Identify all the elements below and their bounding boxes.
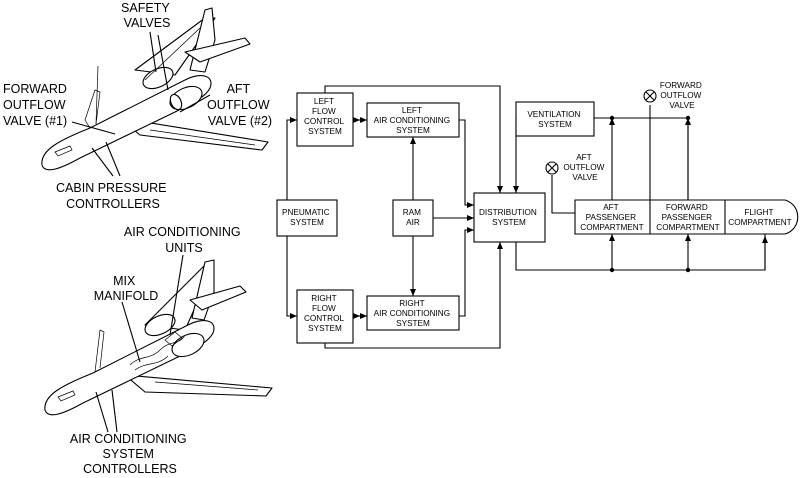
connector [594,117,689,200]
connector [459,119,474,208]
label-line: VALVE (#2) [208,114,272,128]
label-air-conditioning-units: AIR CONDITIONING UNITS [124,225,244,255]
box-label-line: AFT [603,203,618,212]
aft-outflow-valve-icon [545,161,559,175]
box-label-line: COMPARTMENT [656,223,719,232]
aircraft-top-illustration [41,7,269,177]
box-label-line: CONTROL [304,314,344,323]
box-label-line: VENTILATION [527,110,580,119]
connector [551,175,575,214]
compartments-group [574,199,799,235]
box-label-line: SYSTEM [538,120,572,129]
box-label-line: PASSENGER [662,213,712,222]
label-line: AFT [227,82,251,96]
box-label-line: SYSTEM [492,218,526,227]
box-label-line: CONTROL [304,117,344,126]
box-label-line: PNEUMATIC [282,208,330,217]
label-line: MANIFOLD [94,289,159,303]
label-line: OUTFLOW [660,91,701,100]
label-line: UNITS [165,241,203,255]
box-ventilation-system: VENTILATION SYSTEM [515,101,595,137]
label-aft-outflow-valve-diagram: AFT OUTFLOW VALVE [563,153,606,182]
label-forward-outflow-valve: FORWARD OUTFLOW VALVE (#1) [3,82,70,128]
connector [515,234,766,271]
label-line: SAFETY [121,1,170,15]
junction-dots [609,115,691,273]
box-label-line: COMPARTMENT [580,223,643,232]
box-ram-air: RAM AIR [392,199,434,237]
box-label-line: RIGHT [311,294,336,303]
box-label-line: PASSENGER [586,213,636,222]
label-line: OUTFLOW [207,98,270,112]
label-line: MIX [113,274,136,288]
svg-text:PNEUMATIC SYSTEM: PNEUMATIC SYSTEM [282,208,332,227]
label-line: CONTROLLERS [83,462,177,476]
aircraft-bottom-illustration [44,254,273,433]
box-right-air-conditioning: RIGHT AIR CONDITIONING SYSTEM [366,295,460,331]
forward-outflow-valve-icon [643,89,657,103]
box-right-flow-control: RIGHT FLOW CONTROL SYSTEM [296,289,354,344]
connector [324,85,503,193]
label-line: AIR CONDITIONING [70,432,187,446]
box-label-line: SYSTEM [308,127,342,136]
box-label-line: COMPARTMENT [728,218,791,227]
box-label-line: SYSTEM [396,126,430,135]
svg-text:VENTILATION SYSTEM: VENTILATION SYSTEM [527,110,582,129]
svg-text:RIGHT AIR CONDITIONING: RIGHT AIR CONDITIONING SYSTEM [374,299,453,328]
label-safety-valves: SAFETY VALVES [121,1,173,30]
label-line: CONTROLLERS [66,197,160,211]
label-line: SYSTEM [103,447,154,461]
label-line: VALVES [124,16,171,30]
label-forward-outflow-valve-diagram: FORWARD OUTFLOW VALVE [660,81,704,110]
svg-text:LEFT AIR CONDITIONING: LEFT AIR CONDITIONING SYSTEM [374,106,453,135]
box-label-line: FLOW [312,304,336,313]
svg-text:RAM AIR: RAM AIR [403,208,423,227]
connector [459,227,474,317]
box-label-line: FLIGHT [744,208,773,217]
box-label-line: LEFT [402,106,422,115]
label-cabin-pressure-controllers: CABIN PRESSURE CONTROLLERS [56,181,170,211]
svg-text:DISTRIBUTION SYSTEM: DISTRIBUTION SYSTEM [479,208,539,227]
label-line: VALVE [669,101,695,110]
label-line: OUTFLOW [563,163,604,172]
label-line: AIR CONDITIONING [124,225,241,239]
box-flight-compartment: FLIGHT COMPARTMENT [728,208,791,227]
label-line: AFT [576,153,591,162]
box-aft-passenger-compartment: AFT PASSENGER COMPARTMENT [580,203,643,232]
box-label-line: RIGHT [399,299,424,308]
label-line: FORWARD [3,82,67,96]
box-label-line: RAM [403,208,421,217]
box-label-line: SYSTEM [290,218,324,227]
box-label-line: AIR CONDITIONING [374,309,450,318]
box-label-line: AIR [406,218,420,227]
label-line: CABIN PRESSURE [56,181,166,195]
svg-text:LEFT FLOW CONTROL: LEFT FLOW CONTROL SYSTEM [304,97,346,136]
connector [286,117,297,200]
label-mix-manifold: MIX MANIFOLD [94,274,159,303]
box-label-line: SYSTEM [396,319,430,328]
label-line: FORWARD [660,81,702,90]
label-line: VALVE [572,173,598,182]
box-forward-passenger-compartment: FORWARD PASSENGER COMPARTMENT [656,203,719,232]
label-line: VALVE (#1) [3,114,67,128]
label-line: OUTFLOW [3,98,66,112]
connector [286,236,297,319]
box-distribution-system: DISTRIBUTION SYSTEM [473,192,546,243]
box-label-line: FORWARD [666,203,708,212]
label-ac-system-controllers: AIR CONDITIONING SYSTEM CONTROLLERS [70,432,190,476]
compartments-outline [574,199,799,235]
box-label-line: LEFT [314,97,334,106]
box-label-line: DISTRIBUTION [479,208,537,217]
box-label-line: FLOW [312,107,336,116]
box-label-line: SYSTEM [308,324,342,333]
box-left-flow-control: LEFT FLOW CONTROL SYSTEM [296,92,354,147]
svg-text:RIGHT FLOW CONTROL: RIGHT FLOW CONTROL SYSTEM [304,294,346,333]
connector [324,242,503,349]
label-aft-outflow-valve: AFT OUTFLOW VALVE (#2) [207,82,273,128]
box-label-line: AIR CONDITIONING [374,116,450,125]
box-pneumatic-system: PNEUMATIC SYSTEM [276,199,338,237]
box-left-air-conditioning: LEFT AIR CONDITIONING SYSTEM [366,102,460,138]
